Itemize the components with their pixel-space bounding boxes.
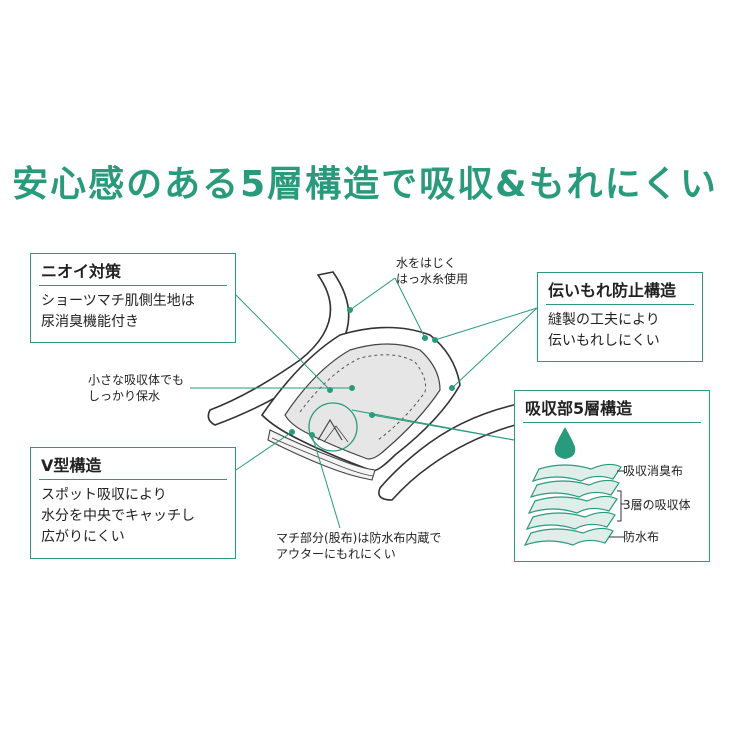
v-fold: [317, 418, 343, 441]
box-heading: 吸収部5層構造: [523, 391, 701, 423]
box-body: ショーツマチ肌側生地は 尿消臭機能付き: [31, 286, 235, 333]
layer-label-middle: 3層の吸収体: [623, 498, 691, 512]
label-line: 水をはじく: [396, 256, 457, 270]
layer-2: [529, 479, 620, 499]
box-heading: V型構造: [39, 448, 227, 480]
layer-4: [525, 511, 616, 531]
box-line: 尿消臭機能付き: [41, 314, 139, 330]
layer-3: [527, 495, 618, 515]
box-v-structure: V型構造 スポット吸収により 水分を中央でキャッチし 広がりにくい: [30, 447, 236, 559]
pocket-layers: [267, 429, 376, 481]
label-line: マチ部分(股布)は防水布内蔵で: [276, 531, 442, 545]
box-line: スポット吸収により: [41, 487, 167, 503]
leader-tsutai-b: [451, 307, 538, 389]
layer-label-bottom: 防水布: [623, 530, 660, 544]
layer-5: [523, 527, 614, 547]
box-line: 縫製の工夫により: [548, 312, 660, 328]
label-line: アウターにもれにくい: [276, 547, 396, 561]
label-line: 小さな吸収体でも: [88, 373, 185, 387]
box-line: 広がりにくい: [41, 529, 125, 545]
label-crotch: マチ部分(股布)は防水布内蔵で アウターにもれにくい: [276, 530, 441, 562]
box-heading: ニオイ対策: [39, 254, 227, 286]
box-heading: 伝いもれ防止構造: [546, 273, 694, 305]
box-line: 水分を中央でキャッチし: [41, 508, 195, 524]
leader-5-b: [351, 409, 515, 441]
box-line: 伝いもれしにくい: [548, 333, 660, 349]
box-line: ショーツマチ肌側生地は: [41, 293, 195, 309]
leader-v: [235, 431, 293, 471]
box-five-layer: 吸収部5層構造 吸収消臭布 3層の吸収体 防水布: [514, 390, 710, 562]
layer-label-top: 吸収消臭布: [623, 464, 684, 478]
page-title: 安心感のある5層構造で吸収&もれにくい: [12, 164, 718, 205]
box-body: スポット吸収により 水分を中央でキャッチし 広がりにくい: [31, 480, 235, 548]
highlight-circle: [308, 402, 358, 452]
layer-diagram: [523, 427, 625, 547]
box-body: 縫製の工夫により 伝いもれしにくい: [538, 305, 702, 352]
water-drop-icon: [554, 427, 576, 459]
box-leak-prevention: 伝いもれ防止構造 縫製の工夫により 伝いもれしにくい: [537, 272, 703, 362]
garment-outer-right: [378, 399, 547, 501]
leader-water-a: [349, 277, 396, 311]
label-line: しっかり保水: [88, 389, 161, 403]
box-odor-control: ニオイ対策 ショーツマチ肌側生地は 尿消臭機能付き: [30, 253, 236, 343]
leader-water-b: [394, 277, 426, 339]
leader-tsutai-a: [434, 307, 538, 341]
label-line: はっ水糸使用: [396, 272, 469, 286]
leader-machi: [311, 434, 341, 529]
layer-1: [531, 463, 622, 483]
label-small-absorber: 小さな吸収体でも しっかり保水: [88, 372, 184, 404]
leader-nioi: [235, 294, 331, 391]
label-water-repellent: 水をはじく はっ水糸使用: [396, 255, 468, 287]
